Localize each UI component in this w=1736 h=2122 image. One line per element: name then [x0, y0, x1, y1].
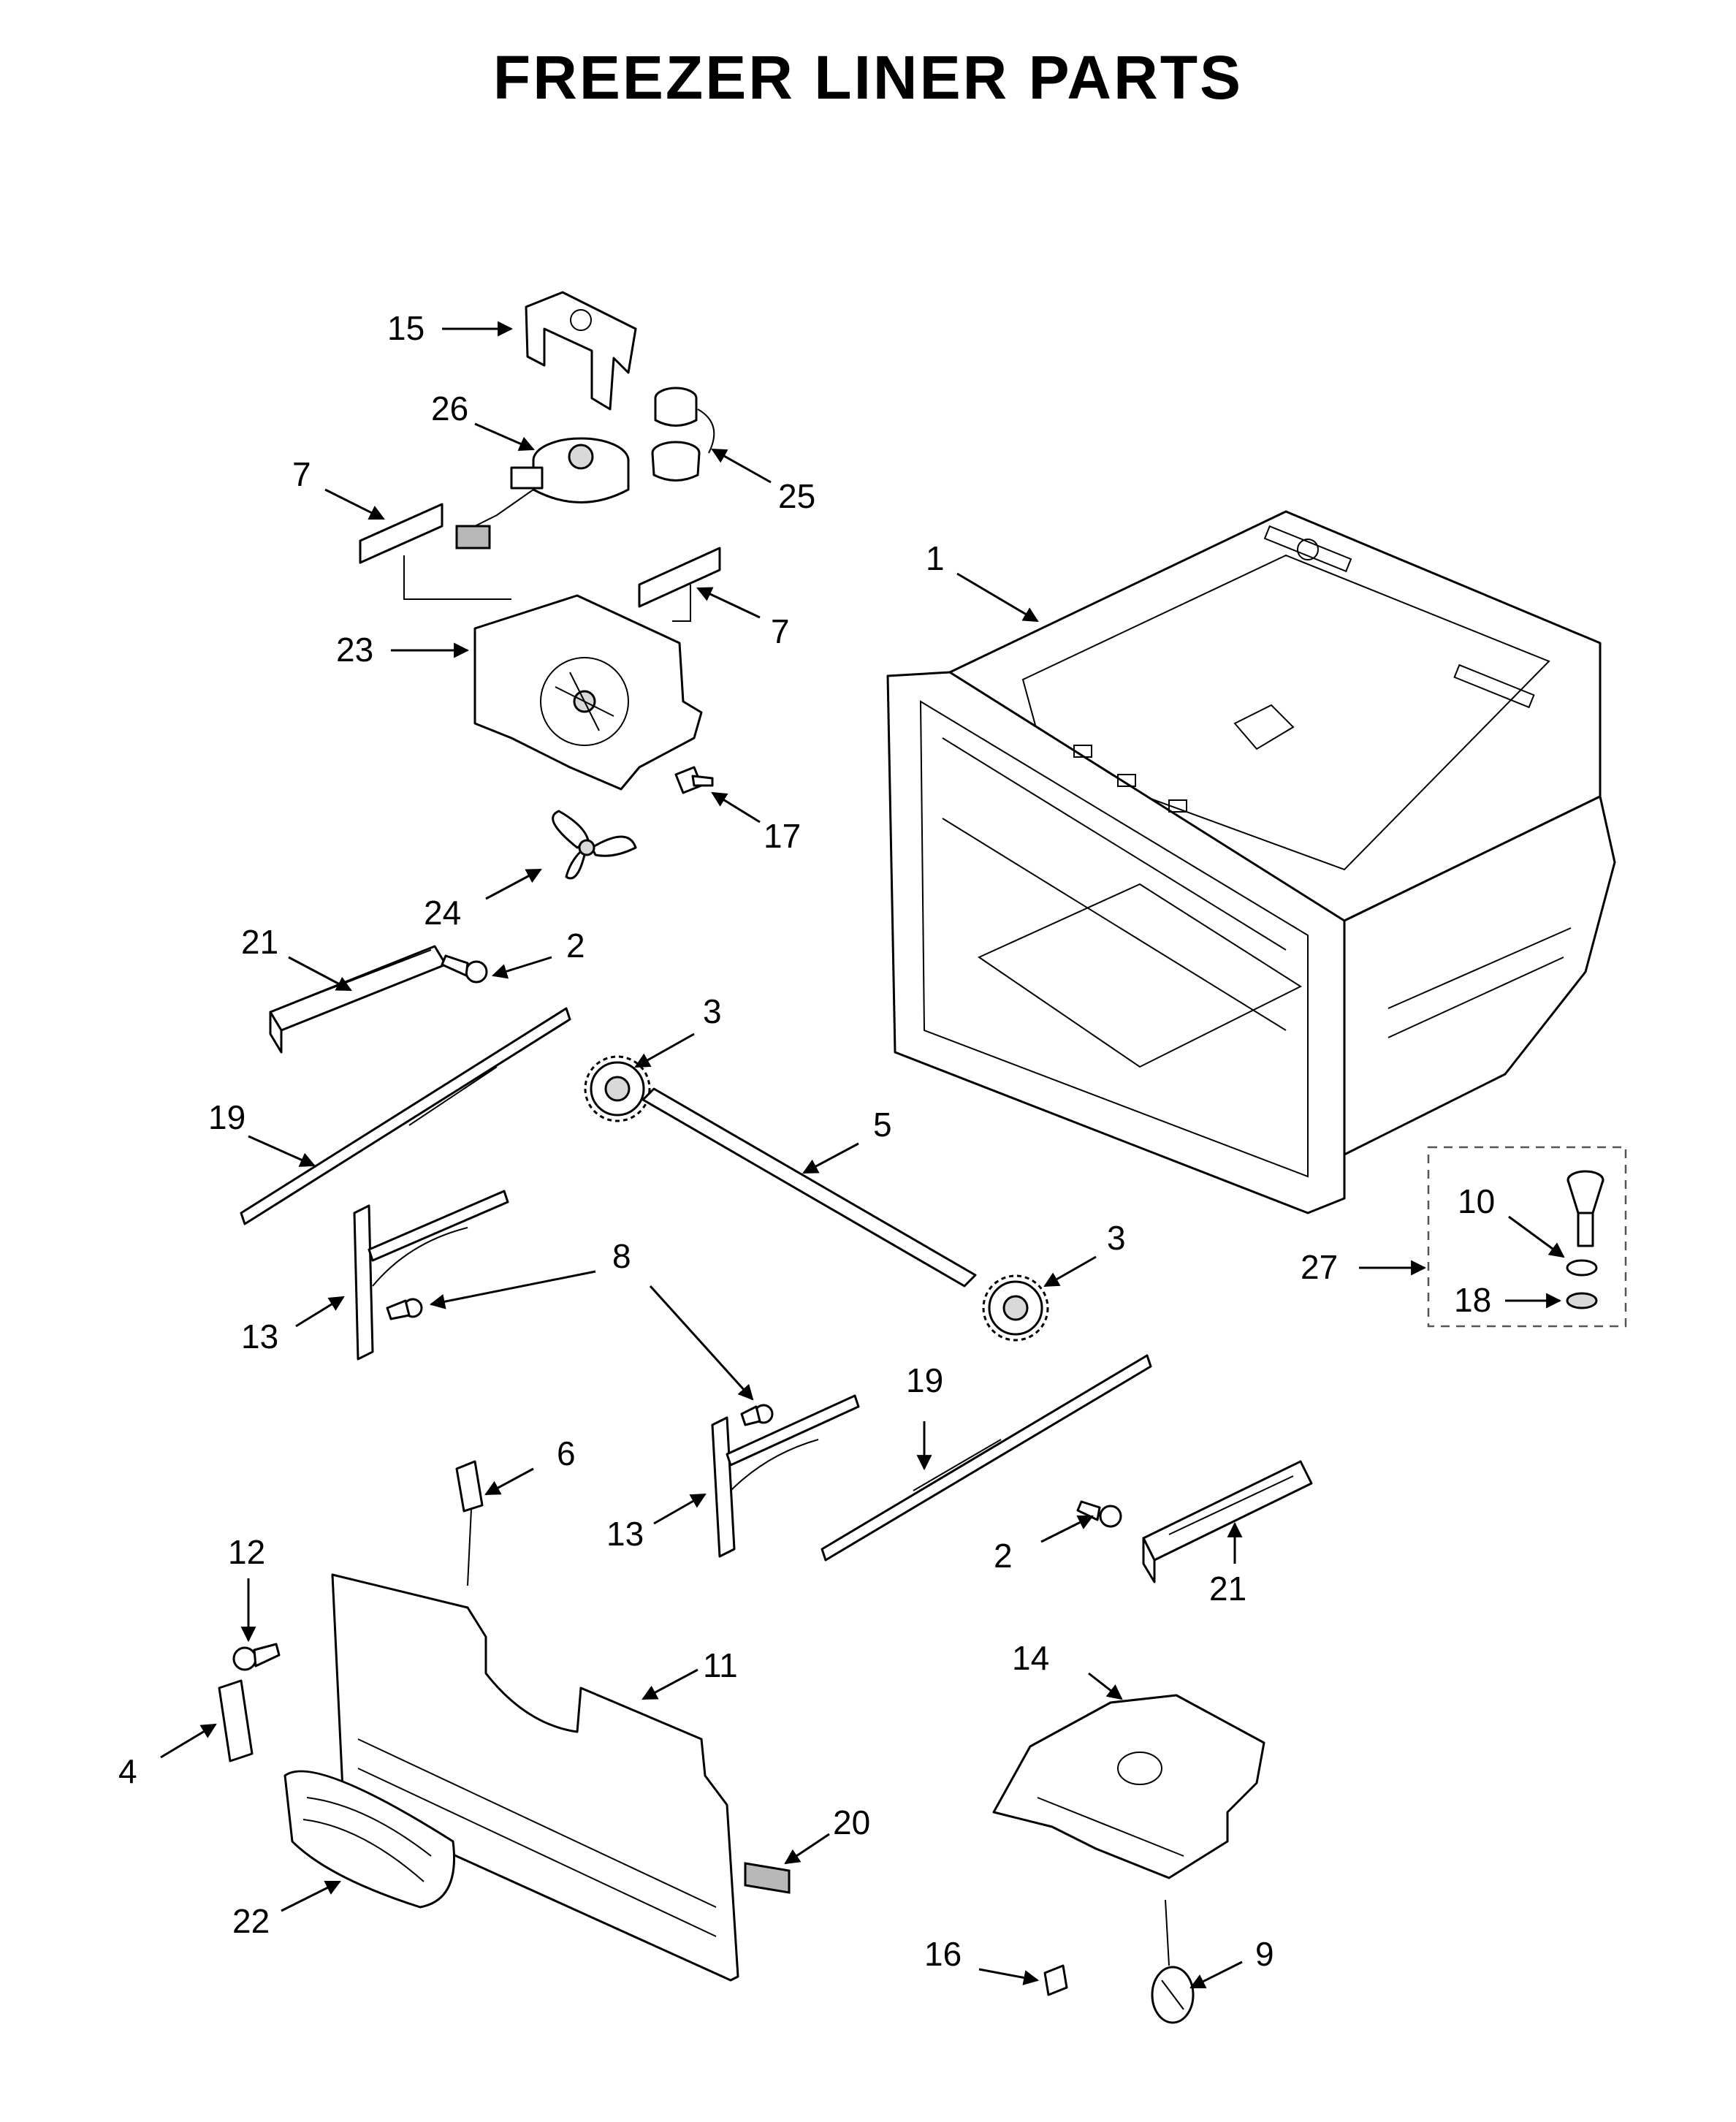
callout-9: 9 — [1255, 1935, 1274, 1973]
callout-11: 11 — [703, 1646, 738, 1684]
washer-part — [1566, 1292, 1598, 1309]
fan-motor-part — [455, 437, 630, 549]
callout-3-lower: 3 — [1107, 1219, 1126, 1257]
callout-2-lower: 2 — [994, 1537, 1013, 1575]
filter-housing-part — [992, 1694, 1265, 1879]
callout-24: 24 — [424, 894, 461, 932]
screw-17-part — [674, 766, 714, 794]
drawer-bracket-left-part — [353, 1190, 509, 1361]
freezer-liner-part — [886, 510, 1616, 1214]
callout-21-lower: 21 — [1209, 1570, 1246, 1608]
foam-pad-left-part — [359, 503, 443, 564]
callout-23: 23 — [336, 631, 373, 669]
foam-pad-right-part — [638, 547, 721, 608]
slide-bracket-lower-part — [1142, 1460, 1313, 1583]
damper-part — [651, 387, 715, 482]
callout-17: 17 — [764, 817, 801, 855]
callout-16: 16 — [924, 1935, 962, 1973]
callout-8: 8 — [612, 1237, 631, 1275]
page-title: FREEZER LINER PARTS — [492, 43, 1244, 112]
rear-panel-part — [331, 1573, 739, 1982]
callout-22: 22 — [232, 1902, 270, 1940]
callout-14: 14 — [1012, 1639, 1049, 1677]
fan-blade-part — [552, 810, 637, 880]
callout-26: 26 — [431, 389, 468, 427]
thermistor-part — [455, 1460, 484, 1586]
pad-guide-line — [403, 555, 511, 600]
callout-5: 5 — [873, 1106, 892, 1144]
callout-20: 20 — [833, 1803, 870, 1841]
pad-guide-line — [672, 585, 691, 622]
clip-part — [218, 1679, 254, 1762]
foam-strip-part — [744, 1862, 791, 1894]
fan-housing-part — [473, 594, 703, 791]
callout-2-upper: 2 — [566, 927, 585, 965]
callout-21-upper: 21 — [241, 923, 278, 961]
callout-27: 27 — [1301, 1248, 1338, 1286]
callout-19-upper: 19 — [208, 1098, 245, 1136]
o-ring-part — [1566, 1259, 1598, 1277]
callout-25: 25 — [778, 477, 815, 515]
callout-7-left: 7 — [292, 455, 311, 493]
filter-fitting-part — [1566, 1170, 1604, 1247]
fan-bracket-part — [525, 291, 637, 411]
clip-16-part — [1043, 1964, 1068, 1996]
cap-guide-line — [1165, 1899, 1170, 1966]
slide-rail-lower-part — [821, 1354, 1152, 1562]
screw-8-right-part — [740, 1404, 774, 1426]
leader-arrows — [160, 321, 1565, 1989]
gear-upper-part — [584, 1055, 651, 1122]
callout-3-upper: 3 — [703, 992, 722, 1030]
screw-2-upper-part — [441, 954, 488, 984]
callout-19-lower: 19 — [906, 1361, 943, 1399]
callout-13-right: 13 — [606, 1515, 644, 1553]
kit-27-box — [1427, 1146, 1627, 1328]
callout-18: 18 — [1454, 1281, 1491, 1319]
screw-8-left-part — [386, 1298, 423, 1320]
callout-15: 15 — [387, 309, 425, 347]
screw-12-part — [232, 1643, 281, 1671]
gear-lower-part — [982, 1274, 1049, 1342]
callout-10: 10 — [1458, 1182, 1495, 1220]
callout-13-left: 13 — [241, 1317, 278, 1355]
callout-6: 6 — [557, 1434, 576, 1472]
shaft-part — [642, 1087, 977, 1288]
grille-part — [283, 1770, 456, 1909]
callout-7-right: 7 — [771, 612, 790, 650]
drawer-bracket-right-part — [711, 1394, 860, 1558]
slide-rail-upper-part — [240, 1007, 571, 1225]
screw-2-lower-part — [1076, 1500, 1122, 1528]
callout-1: 1 — [926, 539, 945, 577]
callout-4: 4 — [118, 1752, 137, 1790]
callout-12: 12 — [228, 1533, 265, 1571]
cap-part — [1151, 1966, 1195, 2024]
